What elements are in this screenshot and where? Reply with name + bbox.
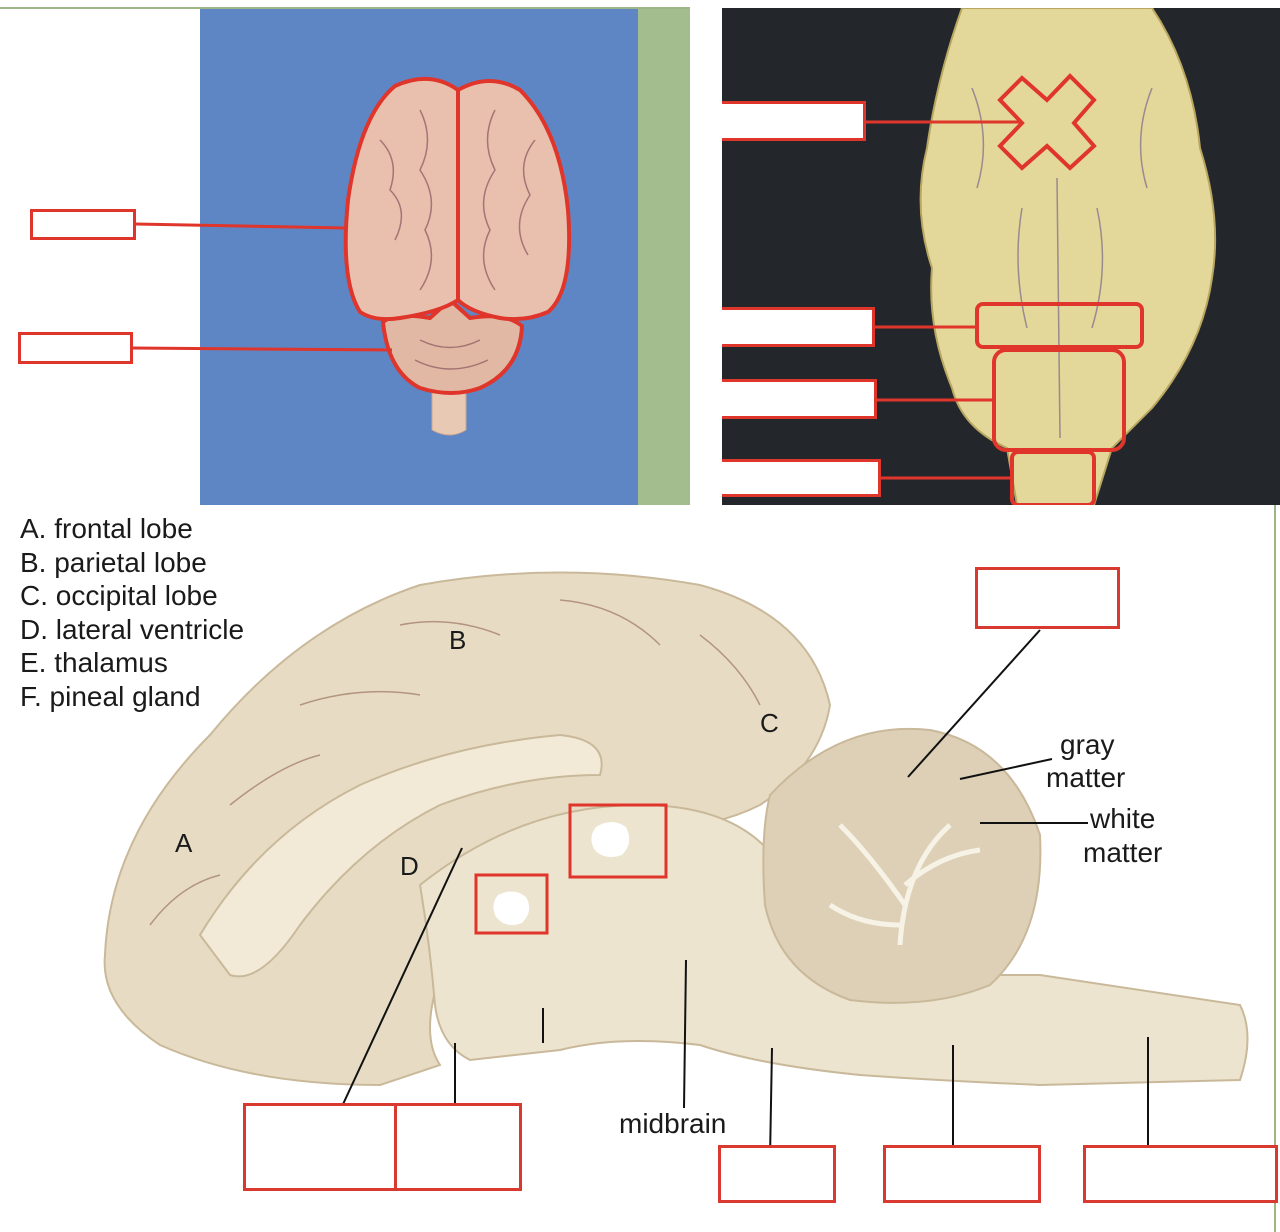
cerebellum-outline [380, 297, 525, 395]
structure-key-list: A. frontal lobe B. parietal lobe C. occi… [20, 512, 244, 713]
midbrain-label: midbrain [619, 1108, 727, 1139]
label-blank-medulla-sagittal[interactable] [883, 1145, 1041, 1203]
sagittal-view-figure [103, 505, 1276, 1232]
cerebrum-left-hemisphere [343, 76, 460, 322]
thalamus-box [474, 873, 549, 935]
label-blank-pons[interactable] [722, 307, 875, 347]
thalamus-marker-blob [493, 891, 530, 925]
label-blank-cerebellum[interactable] [18, 332, 133, 364]
cerebrum-right-hemisphere [456, 79, 572, 322]
key-item-occipital-lobe: C. occipital lobe [20, 580, 218, 611]
label-blank-cerebellum-sagittal[interactable] [975, 567, 1120, 629]
key-item-parietal-lobe: B. parietal lobe [20, 546, 207, 578]
sagittal-leader-lines [337, 629, 1149, 1159]
label-blank-medulla[interactable] [722, 379, 877, 419]
key-item-thalamus: E. thalamus [20, 647, 168, 678]
dorsal-view-figure [0, 7, 690, 505]
letter-c: C [760, 708, 779, 738]
key-item-lateral-ventricle: D. lateral ventricle [20, 613, 245, 645]
sagittal-sulci [149, 599, 761, 926]
label-blank-cerebrum[interactable] [30, 209, 136, 240]
cortical-sulci [379, 109, 536, 370]
dorsal-view-panel [0, 0, 690, 505]
arbor-vitae [828, 823, 981, 946]
ventral-vessels [971, 87, 1153, 439]
letter-d: D [400, 851, 419, 881]
white-matter-label-line1: white [1090, 803, 1156, 834]
sagittal-view-panel: A B C D gray matter white matter midbrai… [0, 505, 1280, 1232]
leader-line-cerebrum [134, 222, 346, 230]
leader-line-cerebellum [131, 346, 393, 352]
gray-matter-label-line2: matter [1046, 762, 1126, 793]
key-item-frontal-lobe: A. frontal lobe [20, 513, 193, 544]
key-item-pineal-gland: F. pineal gland [20, 680, 201, 712]
ventral-brain [919, 8, 1217, 505]
label-blank-corpus-callosum[interactable] [243, 1103, 398, 1191]
spinal-cord-stub [431, 391, 467, 436]
corpus-callosum [198, 733, 603, 978]
label-blank-hypothalamus[interactable] [394, 1103, 522, 1191]
label-blank-pons-sagittal[interactable] [718, 1145, 836, 1203]
label-blank-optic-chiasm[interactable] [722, 101, 866, 141]
letter-b: B [449, 625, 467, 655]
green-strip [638, 8, 690, 505]
cerebellum-sagittal [762, 727, 1042, 1004]
label-blank-spinal-cord[interactable] [722, 459, 881, 497]
gray-matter-label-line1: gray [1060, 729, 1115, 760]
label-blank-spinal-cord-sagittal[interactable] [1083, 1145, 1278, 1203]
letter-a: A [175, 828, 193, 858]
ventral-view-panel [722, 8, 1280, 505]
pineal-box [568, 803, 668, 879]
pineal-marker-blob [591, 822, 630, 857]
white-matter-label-line2: matter [1083, 837, 1163, 868]
ventral-view-figure [865, 8, 1217, 505]
